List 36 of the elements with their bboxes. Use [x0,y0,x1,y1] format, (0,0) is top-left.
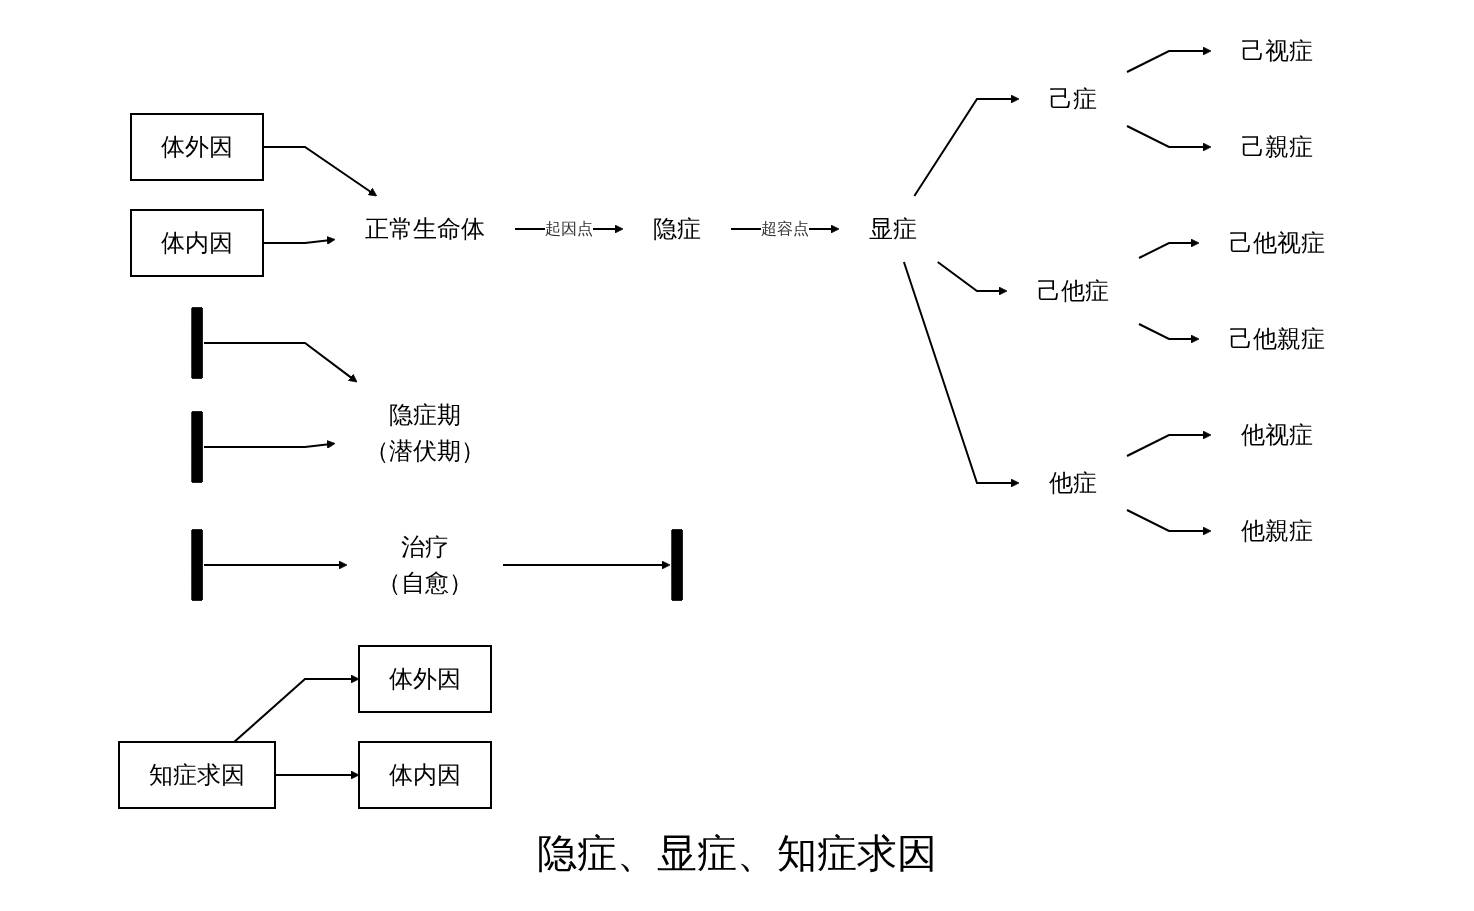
node-text: 他親症 [1241,518,1313,544]
node-text: 己他视症 [1229,230,1325,256]
arrow [233,674,360,743]
node-text: 己他親症 [1229,326,1325,352]
node-box: 体内因 [130,209,264,277]
node-text: 己症 [1049,86,1097,112]
node-text: 治疗 （自愈） [377,534,473,596]
node-text: 正常生命体 [365,216,485,242]
node-text: 隐症 [653,216,701,242]
arrow [203,342,358,383]
arrow [936,261,1008,296]
arrow [1126,509,1212,536]
arrow [1126,46,1212,73]
node-text: 己视症 [1241,38,1313,64]
node-text: 他症 [1049,470,1097,496]
edge-label: 起因点 [545,220,593,237]
node-text: 隐症期 （潜伏期） [365,402,485,464]
node-text: 己他症 [1037,278,1109,304]
arrow [902,261,1020,488]
node-box: 知症求因 [118,741,276,809]
arrow [913,94,1020,197]
arrow [203,440,336,449]
node-text: 他视症 [1241,422,1313,448]
arrow [502,560,671,570]
node-box: 体内因 [358,741,492,809]
node-text: 己親症 [1241,134,1313,160]
node-box: 体外因 [358,645,492,713]
arrow [1126,125,1212,152]
arrow [1126,430,1212,457]
diagram-caption: 隐症、显症、知症求因 [537,830,937,878]
arrow [1138,238,1200,259]
arrow [203,560,348,570]
edge-label: 超容点 [761,220,809,237]
node-box: 体外因 [130,113,264,181]
arrow [1138,323,1200,344]
node-text: 显症 [869,216,917,242]
